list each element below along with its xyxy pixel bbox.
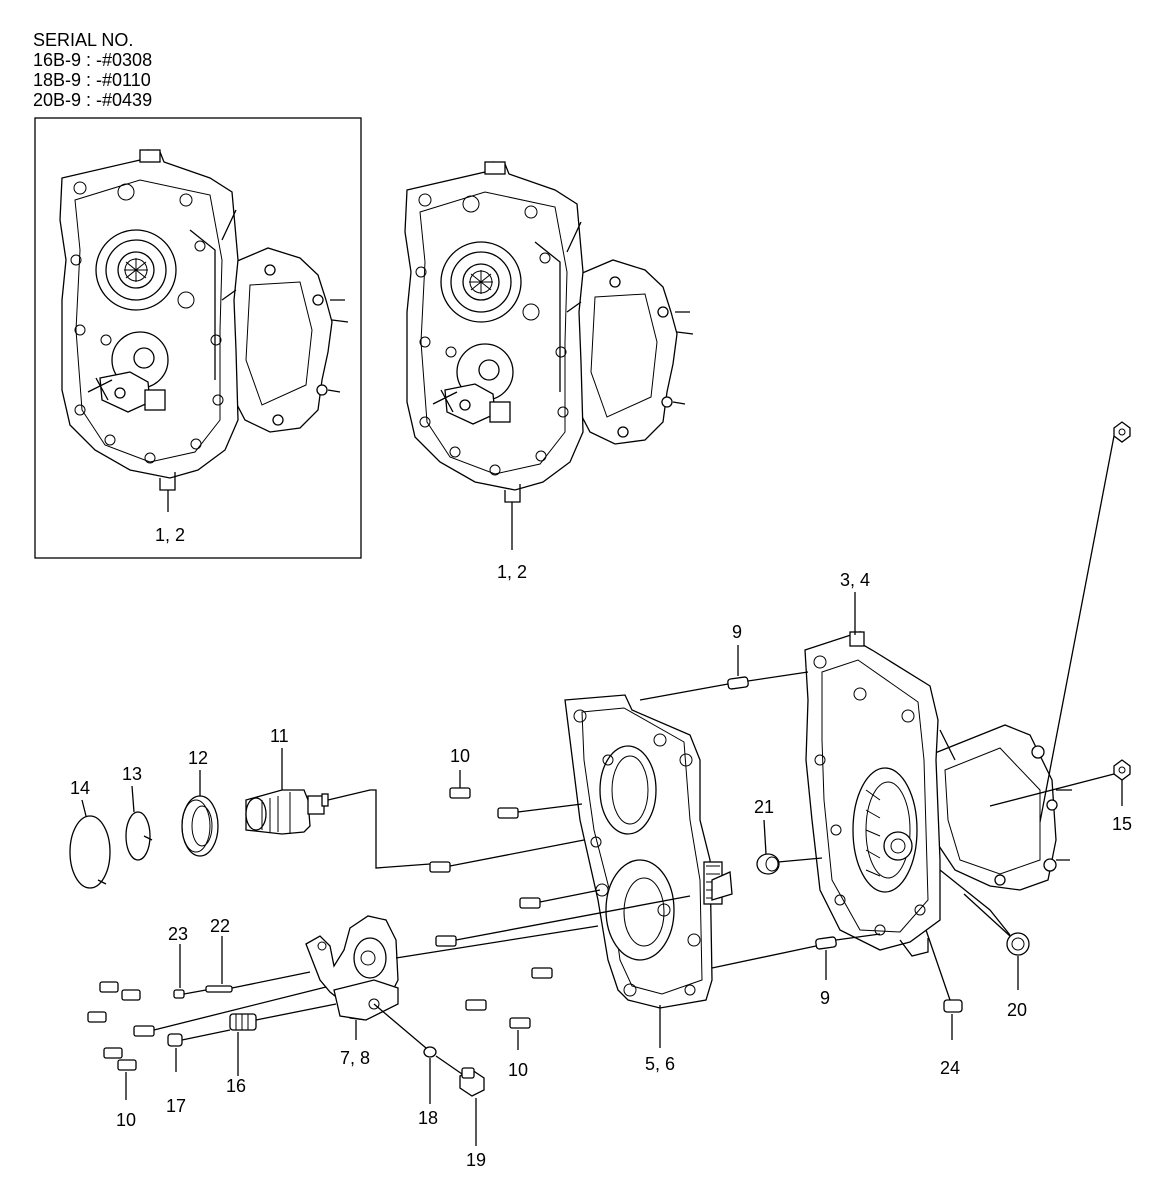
ring-small-part	[125, 785, 153, 861]
callout-23: 23	[168, 924, 188, 944]
bolt-4	[519, 889, 601, 909]
callout-18: 18	[418, 1108, 438, 1128]
inset-frame	[34, 117, 362, 559]
dowel-pin-top-part	[639, 645, 809, 701]
rear-housing-part	[804, 631, 1072, 957]
bolt-14	[117, 1059, 137, 1100]
bolt-11	[87, 1011, 107, 1023]
callout-11: 11	[270, 726, 289, 746]
nut-low-part	[963, 893, 1030, 990]
fitting-part	[229, 1003, 337, 1076]
bolt-3	[429, 839, 585, 873]
callout-10-a: 10	[450, 746, 470, 766]
serial-line-16b: 16B-9 : -#0308	[33, 50, 153, 70]
callout-19: 19	[466, 1150, 486, 1170]
callout-14: 14	[70, 778, 90, 798]
callout-7-8: 7, 8	[340, 1048, 370, 1068]
bolt-13	[103, 1047, 123, 1059]
plug-nut-part	[435, 1055, 485, 1146]
front-plate-part	[564, 694, 733, 1009]
callout-3-4: 3, 4	[840, 570, 870, 590]
bolt-6	[531, 967, 553, 979]
callout-12: 12	[188, 748, 208, 768]
callout-13: 13	[122, 764, 142, 784]
plug-small-part	[167, 1029, 231, 1072]
callout-inset-1-2: 1, 2	[155, 525, 185, 545]
pin-long-part	[205, 936, 311, 993]
shaft-part	[245, 748, 431, 869]
bottom-pin-part	[925, 929, 963, 1040]
nut-right-part	[1039, 421, 1131, 823]
pin-small-part	[173, 944, 207, 999]
main-assembly-illustration	[404, 161, 694, 503]
bolt-7	[465, 999, 487, 1011]
seal-part	[181, 770, 219, 857]
bolt-5	[435, 895, 691, 947]
bolt-2	[497, 803, 583, 819]
cap-part	[756, 819, 823, 875]
washer-part	[373, 1003, 437, 1104]
callout-10-b: 10	[508, 1060, 528, 1080]
callout-16: 16	[226, 1076, 246, 1096]
callout-15: 15	[1112, 814, 1132, 834]
callout-24: 24	[940, 1058, 960, 1078]
callout-main-1-2: 1, 2	[497, 562, 527, 582]
ring-large-part	[69, 799, 111, 889]
bolt-10	[121, 989, 141, 1001]
bolt-9	[99, 981, 119, 993]
callout-5-6: 5, 6	[645, 1054, 675, 1074]
callout-17: 17	[166, 1096, 186, 1116]
serial-heading: SERIAL NO.	[33, 30, 134, 50]
bolt-12	[133, 985, 331, 1037]
callout-10-c: 10	[116, 1110, 136, 1130]
serial-line-18b: 18B-9 : -#0110	[33, 70, 151, 90]
bolt-1	[449, 770, 471, 799]
dowel-pin-bottom-part	[711, 933, 881, 980]
callout-9-top: 9	[732, 622, 742, 642]
callout-9-bottom: 9	[820, 988, 830, 1008]
callout-20: 20	[1007, 1000, 1027, 1020]
serial-number-block: SERIAL NO. 16B-9 : -#0308 18B-9 : -#0110…	[33, 30, 152, 110]
inset-assembly-illustration	[59, 149, 349, 491]
bolt-set	[87, 770, 691, 1100]
nut-right-placed	[989, 759, 1131, 807]
bracket-part	[305, 915, 599, 1040]
serial-line-20b: 20B-9 : -#0439	[33, 90, 153, 110]
callout-22: 22	[210, 916, 230, 936]
callout-21: 21	[754, 797, 774, 817]
bolt-8	[509, 1017, 531, 1050]
